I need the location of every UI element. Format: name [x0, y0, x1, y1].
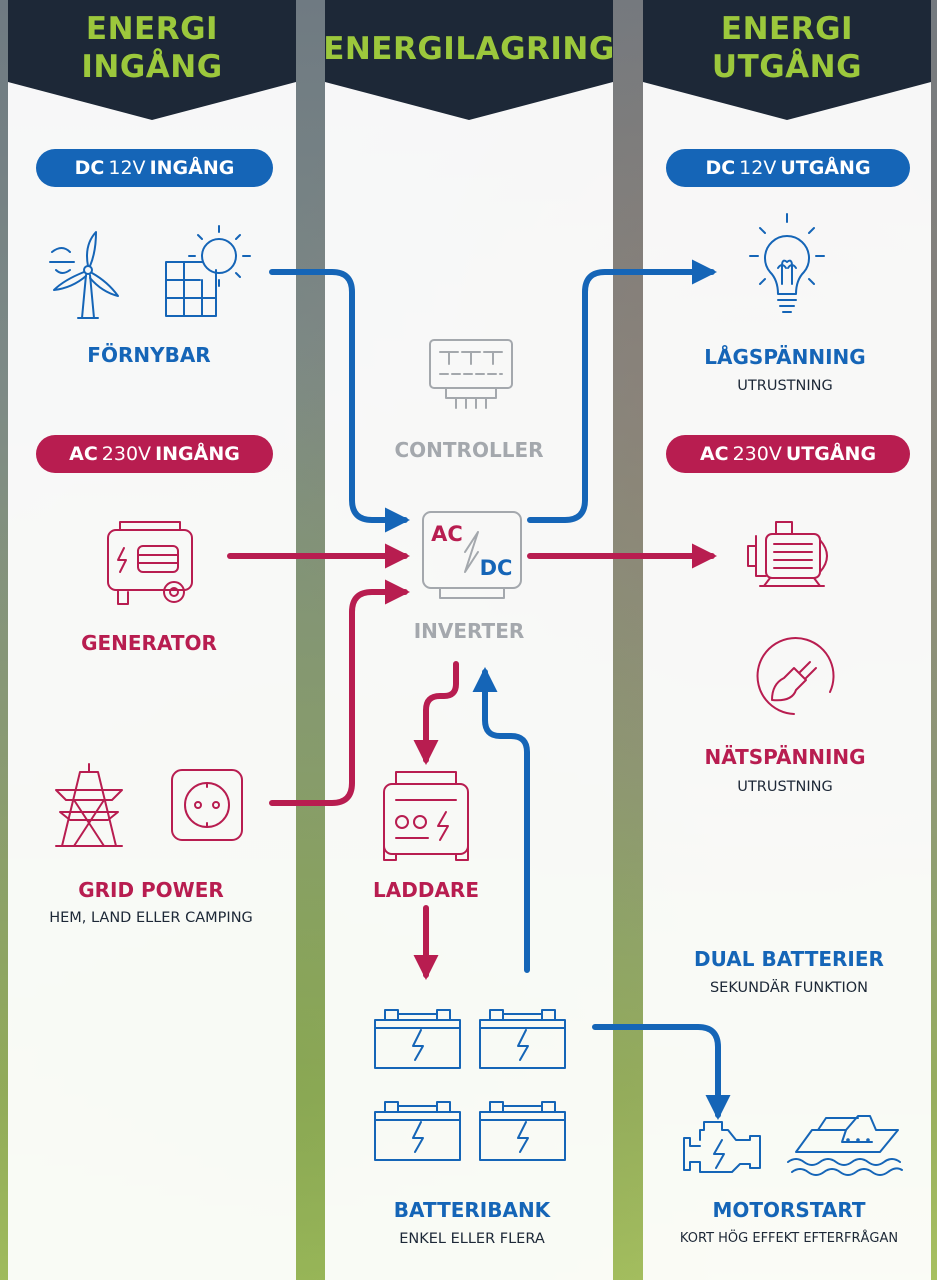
socket-icon	[171, 769, 243, 841]
flow-grid-to-inverter	[269, 579, 411, 806]
ac-output-pill-type: AC	[699, 443, 729, 465]
charger-icon	[383, 771, 469, 861]
dual-batterier-sub: SEKUNDÄR FUNKTION	[709, 980, 869, 996]
storage-header-text: ENERGILAGRING	[323, 31, 615, 67]
generator-icon	[107, 521, 193, 605]
batteribank-label: BATTERIBANK	[393, 1198, 551, 1222]
natspanning-label: NÄTSPÄNNING	[704, 745, 866, 769]
inverter-dc-text: DC	[479, 556, 513, 580]
motorstart-sub: KORT HÖG EFFEKT EFTERFRÅGAN	[679, 1231, 899, 1246]
solar-panel-icon	[165, 225, 251, 317]
natspanning-sub: UTRUSTNING	[737, 779, 833, 795]
flow-inverter-to-lowvoltage	[527, 259, 718, 523]
generator-label: GENERATOR	[81, 631, 217, 655]
input-column: ENERGI INGÅNG	[8, 0, 296, 1280]
batteribank-sub: ENKEL ELLER FLERA	[399, 1231, 545, 1247]
dc-input-pill-voltage: 12V	[108, 157, 146, 179]
ac-input-pill-voltage: 230V	[101, 443, 152, 465]
ac-output-pill-dir: UTGÅNG	[785, 443, 877, 465]
battery-icon	[374, 1009, 566, 1161]
output-header-line1: ENERGI	[720, 11, 854, 47]
dc-output-pill-voltage: 12V	[739, 157, 777, 179]
controller-label: CONTROLLER	[394, 438, 544, 462]
ac-output-pill-voltage: 230V	[732, 443, 782, 465]
inverter-ac-text: AC	[431, 522, 463, 546]
lagspanning-label: LÅGSPÄNNING	[704, 345, 866, 369]
ac-input-pill: AC 230V INGÅNG	[36, 435, 273, 473]
dc-input-pill: DC 12V INGÅNG	[36, 149, 273, 187]
ac-input-pill-type: AC	[69, 443, 98, 465]
motorstart-label: MOTORSTART	[712, 1198, 866, 1222]
dc-output-pill: DC 12V UTGÅNG	[666, 149, 910, 187]
grid-power-sub: HEM, LAND ELLER CAMPING	[49, 910, 253, 926]
inverter-icon	[422, 511, 522, 599]
engine-icon	[683, 1121, 761, 1173]
lagspanning-sub: UTRUSTNING	[737, 378, 833, 394]
grid-power-label: GRID POWER	[78, 878, 224, 902]
ac-output-pill: AC 230V UTGÅNG	[666, 435, 910, 473]
dc-output-pill-dir: UTGÅNG	[780, 157, 871, 179]
motor-icon	[747, 521, 828, 587]
dc-input-pill-dir: INGÅNG	[149, 157, 235, 179]
laddare-label: LADDARE	[373, 878, 479, 902]
output-header-line2: UTGÅNG	[711, 49, 863, 85]
wind-turbine-icon	[49, 231, 119, 319]
pylon-icon	[55, 763, 123, 847]
boat-icon	[787, 1115, 903, 1176]
dc-output-pill-type: DC	[705, 157, 736, 179]
dc-input-pill-type: DC	[74, 157, 105, 179]
input-header-line2: INGÅNG	[81, 49, 223, 85]
plug-icon	[756, 637, 835, 715]
fornybar-label: FÖRNYBAR	[87, 343, 211, 367]
flow-battery-to-inverter	[472, 666, 530, 973]
lightbulb-icon	[749, 213, 825, 313]
flow-battery-to-motorstart	[592, 1024, 731, 1121]
inverter-label: INVERTER	[413, 619, 525, 643]
dual-batterier-label: DUAL BATTERIER	[694, 947, 884, 971]
ac-input-pill-dir: INGÅNG	[155, 443, 240, 465]
output-header: ENERGI UTGÅNG	[643, 0, 931, 120]
input-header-line1: ENERGI	[85, 11, 219, 47]
controller-icon	[429, 339, 513, 409]
flow-renewable-to-inverter	[269, 269, 411, 533]
flow-inverter-to-charger	[413, 661, 459, 766]
